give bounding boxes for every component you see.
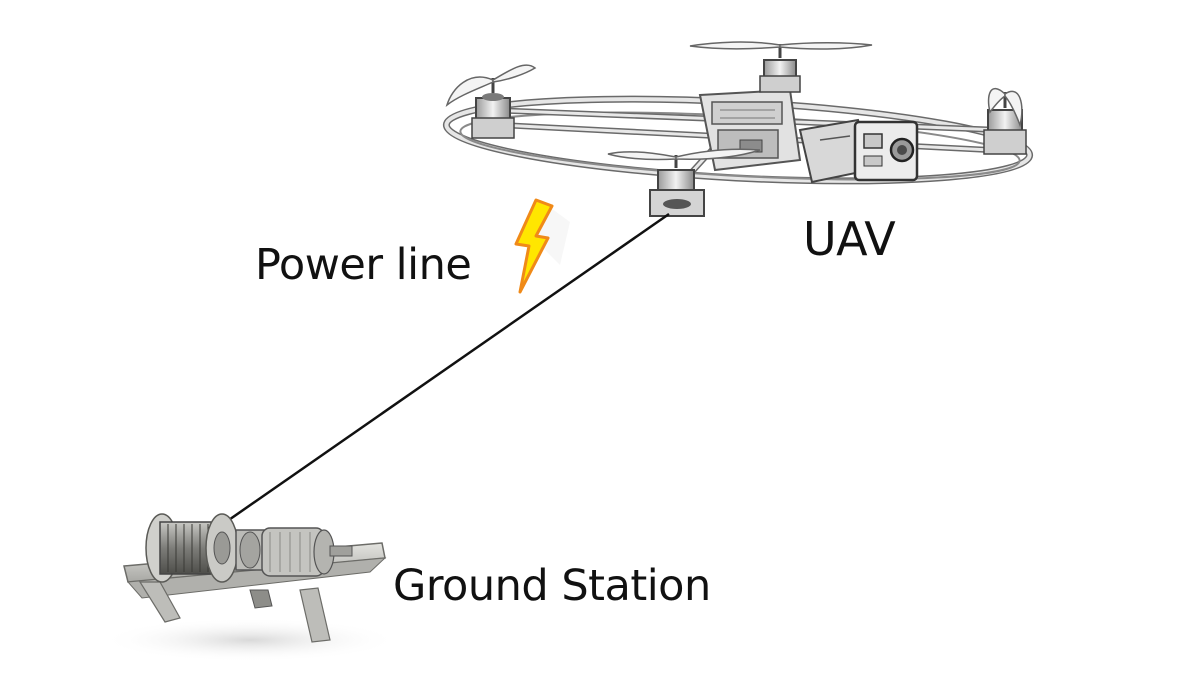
lightning-bolt-icon — [514, 198, 570, 294]
quadcopter-drone-icon — [442, 41, 1034, 217]
tether-winch-icon — [100, 513, 400, 662]
uav-label: UAV — [803, 212, 896, 266]
power-line-label: Power line — [255, 240, 472, 290]
ground-station-label: Ground Station — [393, 561, 711, 611]
tether-power-cable — [199, 212, 670, 542]
